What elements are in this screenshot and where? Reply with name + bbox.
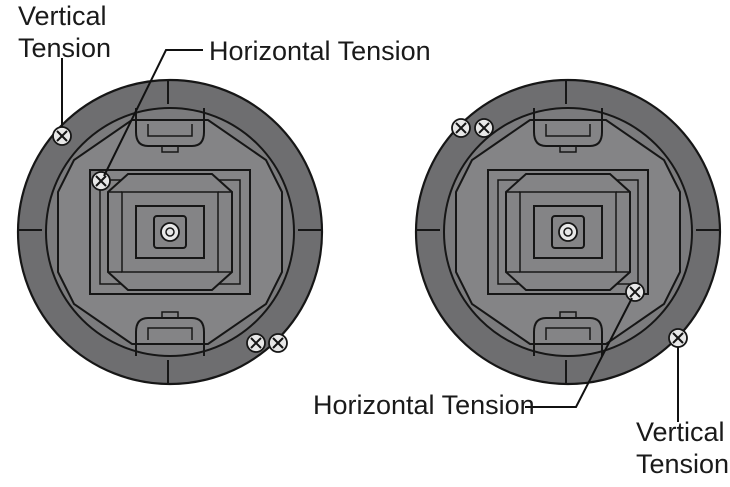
left-horizontal-tension-label: Horizontal Tension (209, 35, 431, 67)
right-extra-screw-a (451, 118, 471, 138)
left-vertical-tension-label: Vertical Tension (18, 0, 111, 64)
right-vertical-tension-label: Vertical Tension (636, 416, 729, 480)
left-horizontal-text: Horizontal Tension (209, 36, 431, 66)
left-horizontal-tension-screw[interactable] (91, 171, 111, 191)
left-gimbal (16, 78, 324, 386)
right-vertical-line-2: Tension (636, 449, 730, 479)
left-vertical-tension-screw[interactable] (52, 126, 72, 146)
right-horizontal-tension-label: Horizontal Tension (313, 389, 535, 421)
right-horizontal-text: Horizontal Tension (313, 390, 535, 420)
left-extra-screw-b (268, 333, 288, 353)
right-vertical-tension-screw[interactable] (668, 328, 688, 348)
leader-right-horizontal (525, 297, 633, 408)
left-vertical-line-1: Vertical (18, 1, 107, 31)
right-horizontal-tension-screw[interactable] (625, 282, 645, 302)
right-extra-screw-b (474, 118, 494, 138)
right-vertical-line-1: Vertical (636, 417, 725, 447)
left-extra-screw-a (246, 333, 266, 353)
leader-left-horizontal (103, 49, 203, 177)
right-gimbal (414, 78, 722, 386)
left-vertical-line-2: Tension (18, 33, 112, 63)
leader-lines (61, 49, 679, 422)
